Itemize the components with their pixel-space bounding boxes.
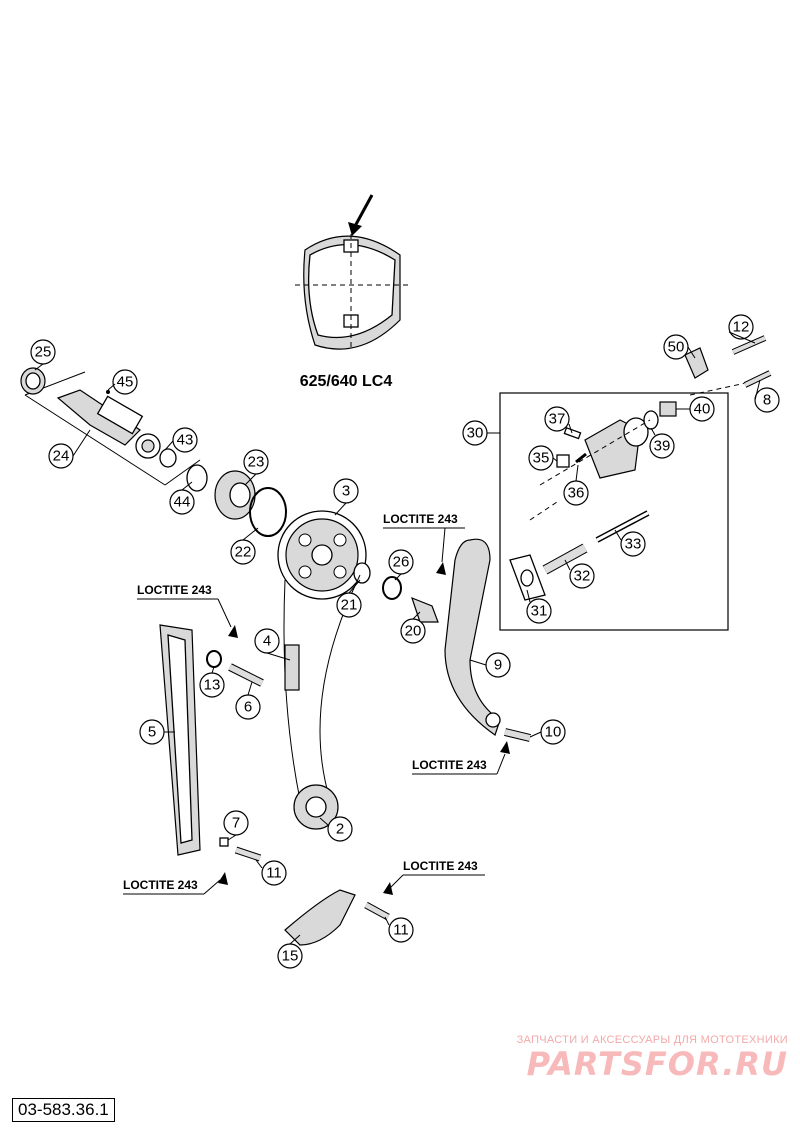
watermark-brand: PARTSFOR.RU: [526, 1045, 788, 1083]
tensioner-assembly-box: [499, 335, 772, 631]
svg-text:12: 12: [733, 319, 750, 336]
svg-text:25: 25: [35, 344, 52, 361]
tensioner-rail: [444, 538, 501, 736]
callout-22: 22: [230, 539, 256, 565]
svg-text:23: 23: [248, 454, 265, 471]
svg-text:13: 13: [204, 677, 221, 694]
svg-text:21: 21: [341, 597, 358, 614]
chain-guide-rail: [159, 624, 201, 856]
callout-5: 5: [139, 719, 165, 745]
svg-text:LOCTITE 243: LOCTITE 243: [403, 859, 478, 873]
callout-40: 40: [689, 396, 715, 422]
svg-text:5: 5: [148, 724, 156, 741]
callout-25: 25: [30, 339, 56, 365]
loctite-label-bottom-left: LOCTITE 243: [123, 878, 221, 895]
lower-chain-guide: [284, 889, 356, 946]
svg-text:32: 32: [574, 568, 591, 585]
callout-9: 9: [485, 652, 511, 678]
callout-15: 15: [277, 943, 303, 969]
callout-23: 23: [243, 449, 269, 475]
callout-4: 4: [254, 628, 280, 654]
svg-text:30: 30: [467, 425, 484, 442]
small-parts: [206, 562, 531, 921]
svg-text:43: 43: [177, 432, 194, 449]
svg-text:LOCTITE 243: LOCTITE 243: [123, 878, 198, 892]
callout-13: 13: [199, 672, 225, 698]
callout-7: 7: [223, 810, 249, 836]
svg-text:3: 3: [342, 483, 350, 500]
svg-text:2: 2: [336, 821, 344, 838]
svg-text:44: 44: [174, 494, 191, 511]
callout-45: 45: [112, 369, 138, 395]
callout-2: 2: [327, 816, 353, 842]
svg-text:35: 35: [533, 450, 550, 467]
svg-text:LOCTITE 243: LOCTITE 243: [383, 512, 458, 526]
svg-text:50: 50: [668, 339, 685, 356]
callout-36: 36: [563, 480, 589, 506]
svg-text:11: 11: [266, 865, 282, 882]
bearing-group: [214, 470, 287, 537]
svg-text:8: 8: [763, 392, 771, 409]
svg-text:39: 39: [654, 438, 671, 455]
svg-text:LOCTITE 243: LOCTITE 243: [412, 758, 487, 772]
svg-text:11: 11: [393, 922, 409, 939]
callout-26: 26: [388, 549, 414, 575]
crank-sprocket: [293, 784, 339, 830]
callout-39: 39: [649, 433, 675, 459]
svg-text:24: 24: [53, 448, 70, 465]
watermark-tagline: ЗАПЧАСТИ И АКСЕССУАРЫ ДЛЯ МОТОТЕХНИКИ: [516, 1034, 788, 1046]
callout-24: 24: [48, 443, 74, 469]
svg-text:26: 26: [393, 554, 410, 571]
callout-11b: 11: [388, 917, 414, 943]
callout-35: 35: [528, 445, 554, 471]
callout-12: 12: [728, 314, 754, 340]
callout-37: 37: [544, 406, 570, 432]
svg-text:45: 45: [117, 374, 134, 391]
callout-6: 6: [235, 694, 261, 720]
callout-32: 32: [569, 563, 595, 589]
svg-text:40: 40: [694, 401, 711, 418]
svg-text:LOCTITE 243: LOCTITE 243: [137, 583, 212, 597]
callout-3: 3: [333, 478, 359, 504]
svg-text:20: 20: [405, 623, 422, 640]
callout-44: 44: [169, 489, 195, 515]
callout-50: 50: [663, 334, 689, 360]
svg-text:36: 36: [568, 485, 585, 502]
svg-text:15: 15: [282, 948, 299, 965]
detail-caption: 625/640 LC4: [300, 373, 393, 390]
callout-21: 21: [336, 592, 362, 618]
callout-10: 10: [540, 719, 566, 745]
svg-text:9: 9: [494, 657, 502, 674]
svg-text:22: 22: [235, 544, 252, 561]
svg-text:31: 31: [531, 603, 548, 620]
svg-text:37: 37: [549, 411, 566, 428]
svg-text:33: 33: [625, 536, 642, 553]
watermark: ЗАПЧАСТИ И АКСЕССУАРЫ ДЛЯ МОТОТЕХНИКИ PA…: [488, 1034, 788, 1082]
drawing-id: 03-583.36.1: [12, 1098, 115, 1122]
callout-20: 20: [400, 618, 426, 644]
loctite-label-top-right: LOCTITE 243: [383, 512, 465, 563]
loctite-label-mid-left: LOCTITE 243: [137, 583, 232, 628]
svg-text:7: 7: [232, 815, 240, 832]
camshaft-sprocket: [277, 510, 402, 600]
camshaft-group: [20, 367, 208, 492]
svg-text:6: 6: [244, 699, 252, 716]
loctite-label-mid-right: LOCTITE 243: [412, 753, 506, 775]
detail-view-sprocket: 625/640 LC4: [295, 194, 410, 390]
callout-31: 31: [526, 598, 552, 624]
leader-lines: [34, 331, 761, 945]
svg-text:4: 4: [263, 633, 271, 650]
loctite-label-bottom-right: LOCTITE 243: [389, 859, 485, 889]
callout-8: 8: [754, 387, 780, 413]
callout-33: 33: [620, 531, 646, 557]
callout-11a: 11: [261, 860, 287, 886]
callout-43: 43: [172, 427, 198, 453]
callout-30: 30: [462, 420, 488, 446]
svg-text:10: 10: [545, 724, 562, 741]
